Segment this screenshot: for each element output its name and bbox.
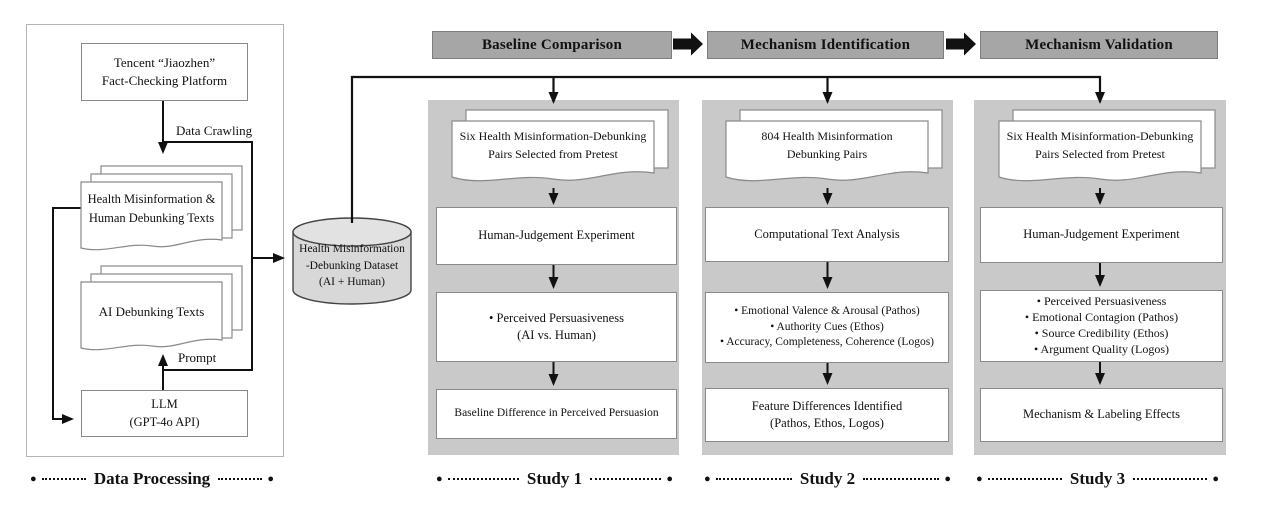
- text-line: LLM: [151, 397, 178, 412]
- text-line: AI Debunking Texts: [98, 304, 205, 320]
- block-arrow-1: [673, 32, 703, 56]
- caption-dot: ●: [267, 472, 274, 485]
- text-line: Human-Judgement Experiment: [478, 228, 635, 243]
- study1-step3-box: Baseline Difference in Perceived Persuas…: [436, 389, 677, 439]
- text-line: Debunking Pairs: [786, 147, 868, 161]
- study3-step1-box: Human-Judgement Experiment: [980, 207, 1223, 263]
- text-line: Health Misinformation &: [87, 192, 216, 206]
- prompt-label: Prompt: [178, 350, 217, 365]
- phase-arrows: [673, 32, 976, 56]
- caption-leader: [1133, 478, 1208, 480]
- dataset-cylinder: [292, 217, 412, 305]
- caption-study1: ● Study 1 ●: [436, 468, 673, 490]
- bus-line: [350, 75, 1105, 223]
- caption-label: Study 1: [526, 469, 583, 488]
- header-label: Baseline Comparison: [481, 36, 623, 53]
- text-line: Health Misinformation: [299, 243, 405, 255]
- text-line: (Pathos, Ethos, Logos): [770, 416, 884, 430]
- study2-step1-box: Computational Text Analysis: [705, 207, 949, 262]
- caption-study2: ● Study 2 ●: [704, 468, 951, 490]
- data-processing-wires: [52, 99, 285, 424]
- study1-step1-box: Human-Judgement Experiment: [436, 207, 677, 265]
- study2-step2-box: • Emotional Valence & Arousal (Pathos) •…: [705, 292, 949, 363]
- data-crawling-label: Data Crawling: [176, 123, 253, 138]
- text-line: Human Debunking Texts: [88, 210, 215, 225]
- study2-doc-stack: [725, 109, 943, 182]
- ai-texts-doc-stack: [80, 265, 243, 351]
- header-label: Mechanism Validation: [1025, 36, 1173, 53]
- text-line: Computational Text Analysis: [754, 226, 900, 241]
- caption-dot: ●: [976, 472, 983, 485]
- text-line: (AI + Human): [319, 276, 385, 289]
- header-mechanism-identification: Mechanism Identification: [707, 31, 944, 59]
- header-label: Mechanism Identification: [740, 36, 911, 53]
- text-line: Human-Judgement Experiment: [1023, 227, 1180, 242]
- text-line: Pairs Selected from Pretest: [1035, 147, 1165, 161]
- text-line: • Perceived Persuasiveness: [489, 310, 624, 325]
- text-line: • Authority Cues (Ethos): [770, 320, 884, 333]
- text-line: • Accuracy, Completeness, Coherence (Log…: [719, 336, 935, 349]
- study1-doc-label: Six Health Misinformation-Debunking Pair…: [452, 127, 654, 163]
- ai-texts-doc-label: AI Debunking Texts: [81, 282, 222, 342]
- human-texts-doc-stack: [80, 165, 243, 251]
- caption-dot: ●: [704, 472, 711, 485]
- caption-leader: [218, 478, 263, 480]
- caption-leader: [715, 478, 792, 480]
- caption-label: Data Processing: [93, 469, 211, 488]
- caption-label: Study 2: [799, 469, 856, 488]
- caption-dot: ●: [666, 472, 673, 485]
- text-line: Fact-Checking Platform: [101, 73, 228, 88]
- arrow-docs-to-llm: [52, 207, 81, 424]
- caption-leader: [447, 478, 519, 480]
- text-line: • Perceived Persuasiveness: [1036, 294, 1167, 309]
- study2-doc-label: 804 Health Misinformation Debunking Pair…: [726, 127, 928, 163]
- text-line: Tencent “Jiaozhen”: [113, 55, 216, 71]
- text-line: Six Health Misinformation-Debunking: [1006, 129, 1194, 143]
- text-line: Baseline Difference in Perceived Persuas…: [454, 407, 659, 420]
- text-line: Pairs Selected from Pretest: [488, 147, 618, 161]
- caption-dot: ●: [1212, 472, 1219, 485]
- crawl-and-prompt-bus: [163, 141, 253, 371]
- text-line: -Debunking Dataset: [305, 259, 399, 272]
- text-line: • Source Credibility (Ethos): [1034, 326, 1169, 340]
- study3-step2-box: • Perceived Persuasiveness • Emotional C…: [980, 290, 1223, 362]
- caption-dot: ●: [436, 472, 443, 485]
- block-arrow-2: [946, 32, 976, 56]
- text-line: Six Health Misinformation-Debunking: [459, 129, 647, 143]
- study1-step2-box: • Perceived Persuasiveness (AI vs. Human…: [436, 292, 677, 362]
- text-line: • Emotional Contagion (Pathos): [1024, 310, 1179, 325]
- llm-box: LLM (GPT-4o API): [81, 390, 248, 437]
- text-line: Mechanism & Labeling Effects: [1022, 407, 1180, 422]
- caption-dot: ●: [944, 472, 951, 485]
- study3-doc-stack: [998, 109, 1216, 182]
- human-texts-doc-label: Health Misinformation & Human Debunking …: [81, 190, 222, 228]
- study3-step3-box: Mechanism & Labeling Effects: [980, 388, 1223, 442]
- caption-study3: ● Study 3 ●: [976, 468, 1219, 490]
- study-flow-arrows: [548, 188, 1105, 386]
- caption-leader: [863, 478, 940, 480]
- study3-doc-label: Six Health Misinformation-Debunking Pair…: [999, 127, 1201, 163]
- text-line: • Argument Quality (Logos): [1034, 341, 1169, 356]
- platform-box: Tencent “Jiaozhen” Fact-Checking Platfor…: [81, 43, 248, 101]
- caption-leader: [41, 478, 86, 480]
- dataset-distribution-bus: [350, 75, 1105, 223]
- caption-leader: [590, 478, 662, 480]
- header-baseline-comparison: Baseline Comparison: [432, 31, 672, 59]
- study1-doc-stack: [451, 109, 669, 182]
- text-line: 804 Health Misinformation: [761, 129, 893, 143]
- text-line: (AI vs. Human): [517, 328, 596, 342]
- caption-data-processing: ● Data Processing ●: [30, 468, 274, 490]
- header-mechanism-validation: Mechanism Validation: [980, 31, 1218, 59]
- study2-step3-box: Feature Differences Identified (Pathos, …: [705, 388, 949, 442]
- caption-label: Study 3: [1069, 469, 1126, 488]
- caption-leader: [987, 478, 1062, 480]
- caption-dot: ●: [30, 472, 37, 485]
- text-line: Feature Differences Identified: [751, 398, 903, 413]
- text-line: • Emotional Valence & Arousal (Pathos): [734, 304, 920, 317]
- text-line: (GPT-4o API): [129, 414, 200, 429]
- dataset-cylinder-label: Health Misinformation -Debunking Dataset…: [290, 241, 414, 291]
